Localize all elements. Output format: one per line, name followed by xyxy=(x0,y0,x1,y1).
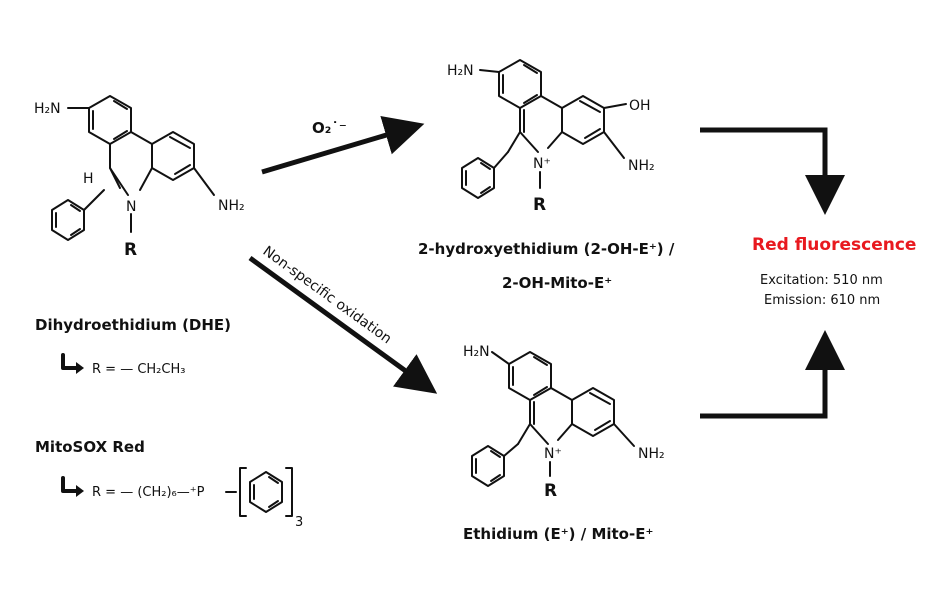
triphenyl-subscript: 3 xyxy=(295,515,303,530)
superoxide-arrow xyxy=(261,115,425,175)
dhe-h-label: H xyxy=(83,171,94,187)
hydroxy-name-line2: 2-OH-Mito-E⁺ xyxy=(502,274,612,292)
ethidium-name: Ethidium (E⁺) / Mito-E⁺ xyxy=(463,525,653,543)
ethidium-nh2-label: NH₂ xyxy=(638,446,665,462)
dhe-nh2-label: NH₂ xyxy=(218,198,245,214)
dhe-r-label: R xyxy=(124,240,137,260)
ethidium-structure: H₂N NH₂ N⁺ R xyxy=(463,344,665,501)
hydroxy-oh-label: OH xyxy=(629,98,651,114)
ethidium-h2n-label: H₂N xyxy=(463,344,490,360)
dhe-h2n-label: H₂N xyxy=(34,101,61,117)
triphenyl-bracket: 3 xyxy=(225,467,303,530)
fluorescence-title: Red fluorescence xyxy=(752,235,916,255)
dhe-structure: H₂N H N NH₂ R xyxy=(34,95,245,260)
hydroxy-nh2-label: NH₂ xyxy=(628,158,655,174)
ethidium-to-fluorescence-arrow xyxy=(700,330,845,419)
nonspecific-label: Non-specific oxidation xyxy=(260,243,395,347)
reaction-arrows xyxy=(61,115,845,497)
excitation-label: Excitation: 510 nm xyxy=(760,273,883,288)
dhe-name: Dihydroethidium (DHE) xyxy=(35,316,231,334)
hydroxy-r-label: R xyxy=(533,195,546,215)
dhe-r-group: R = — CH₂CH₃ xyxy=(92,362,185,377)
hydroxyethidium-structure: H₂N OH NH₂ N⁺ R xyxy=(447,59,655,215)
mitosox-name: MitoSOX Red xyxy=(35,438,145,456)
hydroxy-to-fluorescence-arrow xyxy=(700,127,845,215)
hydroxy-name-line1: 2-hydroxyethidium (2-OH-E⁺) / xyxy=(418,240,675,258)
nonspecific-arrow xyxy=(248,255,438,394)
dhe-r-arrow xyxy=(61,353,80,370)
hydroxy-h2n-label: H₂N xyxy=(447,63,474,79)
hydroxy-n-label: N⁺ xyxy=(533,156,551,172)
dhe-n-label: N xyxy=(126,199,136,215)
ethidium-n-label: N⁺ xyxy=(544,446,562,462)
ethidium-r-label: R xyxy=(544,481,557,501)
superoxide-label: O₂˙⁻ xyxy=(312,119,347,137)
mitosox-r-group: R = — (CH₂)₆—⁺P xyxy=(92,485,205,500)
mitosox-r-arrow xyxy=(61,476,80,493)
emission-label: Emission: 610 nm xyxy=(764,293,880,308)
